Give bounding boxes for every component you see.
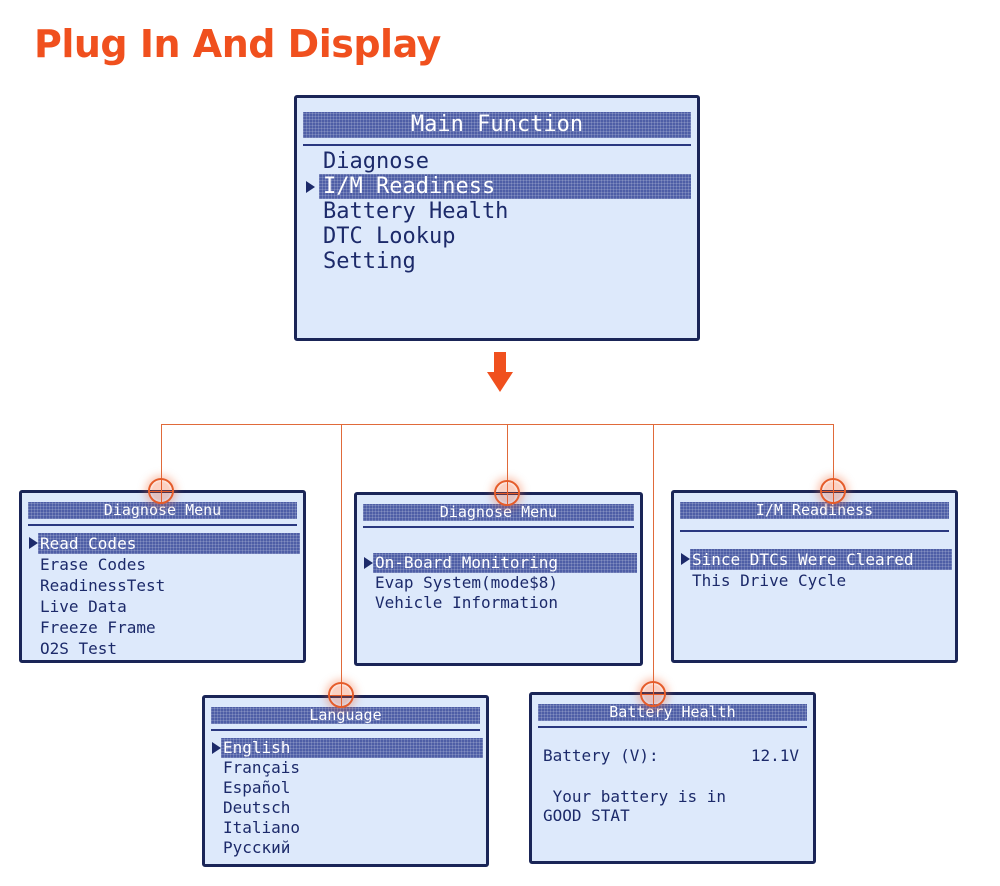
- connector-node-icon: [148, 478, 174, 504]
- screen-title: Main Function: [303, 112, 691, 138]
- menu-item-since-dtcs-cleared[interactable]: Since DTCs Were Cleared: [690, 549, 952, 570]
- menu-item-freeze-frame[interactable]: Freeze Frame: [40, 618, 156, 637]
- connector-line: [507, 424, 508, 493]
- menu-item-battery-health[interactable]: Battery Health: [323, 199, 509, 224]
- battery-status-message-2: GOOD STAT: [543, 806, 630, 825]
- im-readiness-screen: I/M Readiness Since DTCs Were Cleared Th…: [671, 490, 958, 663]
- main-function-screen: Main Function Diagnose I/M Readiness Bat…: [294, 95, 700, 341]
- connector-line: [833, 424, 834, 491]
- screen-title: Language: [211, 707, 480, 724]
- battery-voltage-value: 12.1V: [750, 746, 799, 765]
- menu-item-diagnose[interactable]: Diagnose: [323, 149, 429, 174]
- screen-divider: [538, 726, 807, 728]
- screen-title: I/M Readiness: [680, 502, 949, 519]
- screen-divider: [363, 526, 634, 528]
- menu-item-evap-system[interactable]: Evap System(mode$8): [375, 573, 559, 592]
- menu-item-o2s-test[interactable]: O2S Test: [40, 639, 118, 658]
- diagnose-menu-screen-2: Diagnose Menu On-Board Monitoring Evap S…: [354, 492, 643, 666]
- menu-item-readiness-test[interactable]: ReadinessTest: [40, 576, 166, 595]
- menu-item-russian[interactable]: Русский: [223, 838, 291, 857]
- screen-title: Battery Health: [538, 704, 807, 721]
- battery-status-message: Your battery is in: [543, 787, 727, 806]
- screen-title: Diagnose Menu: [363, 504, 634, 521]
- screen-title: Diagnose Menu: [28, 502, 297, 519]
- menu-item-english[interactable]: English: [221, 738, 483, 758]
- menu-item-im-readiness[interactable]: I/M Readiness: [319, 174, 691, 199]
- menu-item-erase-codes[interactable]: Erase Codes: [40, 555, 146, 574]
- menu-item-on-board-monitoring[interactable]: On-Board Monitoring: [373, 553, 637, 573]
- selection-pointer-icon: [364, 557, 373, 569]
- language-screen: Language English Français Español Deutsc…: [202, 695, 489, 867]
- connector-line: [653, 424, 654, 694]
- connector-node-icon: [494, 480, 520, 506]
- page-title: Plug In And Display: [34, 22, 441, 66]
- menu-item-espanol[interactable]: Español: [223, 778, 291, 797]
- selection-pointer-icon: [681, 553, 690, 565]
- menu-item-francais[interactable]: Français: [223, 758, 301, 777]
- connector-line: [161, 424, 834, 425]
- menu-item-italiano[interactable]: Italiano: [223, 818, 301, 837]
- selection-pointer-icon: [29, 537, 38, 549]
- diagnose-menu-screen: Diagnose Menu Read Codes Erase Codes Rea…: [19, 490, 306, 663]
- menu-item-vehicle-information[interactable]: Vehicle Information: [375, 593, 559, 612]
- menu-item-dtc-lookup[interactable]: DTC Lookup: [323, 224, 456, 249]
- connector-line: [341, 424, 342, 695]
- menu-item-setting[interactable]: Setting: [323, 249, 416, 274]
- down-arrow-icon: [487, 352, 513, 394]
- battery-health-screen: Battery Health Battery (V): 12.1V Your b…: [529, 692, 816, 864]
- selection-pointer-icon: [212, 742, 221, 754]
- menu-item-read-codes[interactable]: Read Codes: [38, 533, 300, 554]
- screen-divider: [28, 524, 297, 526]
- screen-divider: [680, 530, 949, 532]
- screen-divider: [303, 144, 691, 146]
- battery-voltage-label: Battery (V):: [543, 746, 659, 765]
- connector-node-icon: [328, 682, 354, 708]
- connector-line: [161, 424, 162, 491]
- screen-divider: [211, 729, 480, 731]
- selection-pointer-icon: [306, 181, 315, 193]
- menu-item-deutsch[interactable]: Deutsch: [223, 798, 291, 817]
- menu-item-live-data[interactable]: Live Data: [40, 597, 127, 616]
- connector-node-icon: [640, 681, 666, 707]
- connector-node-icon: [820, 478, 846, 504]
- menu-item-this-drive-cycle[interactable]: This Drive Cycle: [692, 571, 847, 590]
